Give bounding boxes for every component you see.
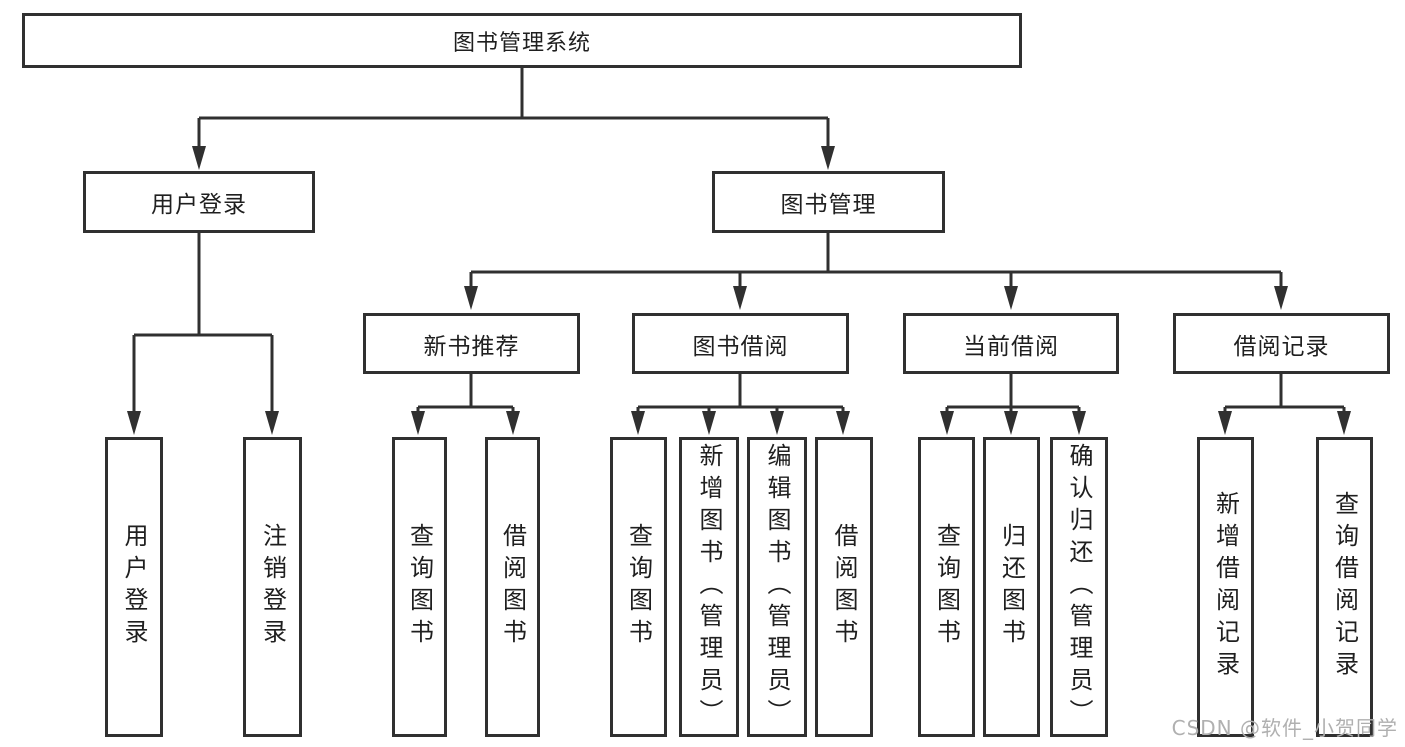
arrow-down-icon — [411, 411, 425, 435]
leaf-bb-add-books-admin: 新增图书（管理员） — [679, 437, 739, 737]
arrow-down-icon — [506, 411, 520, 435]
node-current-borrowing: 当前借阅 — [903, 313, 1119, 374]
leaf-logout: 注销登录 — [243, 437, 302, 737]
arrow-down-icon — [1274, 286, 1288, 310]
leaf-bb-add-books-admin-label: 新增图书（管理员） — [695, 443, 723, 731]
arrow-down-icon — [1004, 286, 1018, 310]
arrow-down-icon — [265, 411, 279, 435]
leaf-cb-confirm-return-admin: 确认归还（管理员） — [1050, 437, 1108, 737]
node-user-login: 用户登录 — [83, 171, 315, 233]
leaf-bb-borrow-books: 借阅图书 — [815, 437, 873, 737]
node-root: 图书管理系统 — [22, 13, 1022, 68]
watermark: CSDN @软件_小贺同学 — [1171, 716, 1398, 740]
arrow-down-icon — [702, 411, 716, 435]
arrow-down-icon — [464, 286, 478, 310]
arrow-down-icon — [733, 286, 747, 310]
leaf-br-query-record: 查询借阅记录 — [1316, 437, 1373, 737]
arrow-down-icon — [631, 411, 645, 435]
node-book-management: 图书管理 — [712, 171, 945, 233]
leaf-nbr-query-books: 查询图书 — [392, 437, 447, 737]
node-new-book-recommend-label: 新书推荐 — [423, 333, 520, 360]
leaf-br-query-record-label: 查询借阅记录 — [1330, 491, 1359, 683]
arrow-down-icon — [1004, 411, 1018, 435]
leaf-nbr-query-books-label: 查询图书 — [405, 523, 434, 651]
leaf-nbr-borrow-books-label: 借阅图书 — [498, 523, 527, 651]
node-borrowing-records: 借阅记录 — [1173, 313, 1390, 374]
node-root-label: 图书管理系统 — [452, 30, 591, 56]
leaf-cb-return-books: 归还图书 — [983, 437, 1040, 737]
leaf-bb-query-books-label: 查询图书 — [624, 523, 653, 651]
arrow-down-icon — [192, 146, 206, 170]
arrow-down-icon — [940, 411, 954, 435]
leaf-user-login: 用户登录 — [105, 437, 163, 737]
leaf-bb-borrow-books-label: 借阅图书 — [830, 523, 858, 651]
leaf-cb-query-books-label: 查询图书 — [932, 523, 961, 651]
node-current-borrowing-label: 当前借阅 — [963, 333, 1059, 360]
arrow-down-icon — [770, 411, 784, 435]
arrow-down-icon — [1218, 411, 1232, 435]
leaf-cb-return-books-label: 归还图书 — [997, 523, 1026, 651]
arrow-down-icon — [1072, 411, 1086, 435]
arrow-down-icon — [836, 411, 850, 435]
leaf-bb-edit-books-admin-label: 编辑图书（管理员） — [763, 443, 791, 731]
node-book-borrowing: 图书借阅 — [632, 313, 849, 374]
arrow-down-icon — [127, 411, 141, 435]
arrow-down-icon — [821, 146, 835, 170]
leaf-bb-edit-books-admin: 编辑图书（管理员） — [747, 437, 807, 737]
leaf-nbr-borrow-books: 借阅图书 — [485, 437, 540, 737]
leaf-bb-query-books: 查询图书 — [610, 437, 667, 737]
node-borrowing-records-label: 借阅记录 — [1233, 333, 1330, 360]
leaf-cb-confirm-return-admin-label: 确认归还（管理员） — [1065, 443, 1093, 731]
arrow-down-icon — [1337, 411, 1351, 435]
node-user-login-label: 用户登录 — [151, 192, 247, 218]
leaf-br-add-record-label: 新增借阅记录 — [1211, 491, 1240, 683]
node-new-book-recommend: 新书推荐 — [363, 313, 580, 374]
leaf-cb-query-books: 查询图书 — [918, 437, 975, 737]
leaf-br-add-record: 新增借阅记录 — [1197, 437, 1254, 737]
node-book-management-label: 图书管理 — [780, 192, 877, 218]
leaf-logout-label: 注销登录 — [258, 523, 287, 651]
leaf-user-login-label: 用户登录 — [120, 523, 148, 651]
node-book-borrowing-label: 图书借阅 — [692, 333, 789, 360]
